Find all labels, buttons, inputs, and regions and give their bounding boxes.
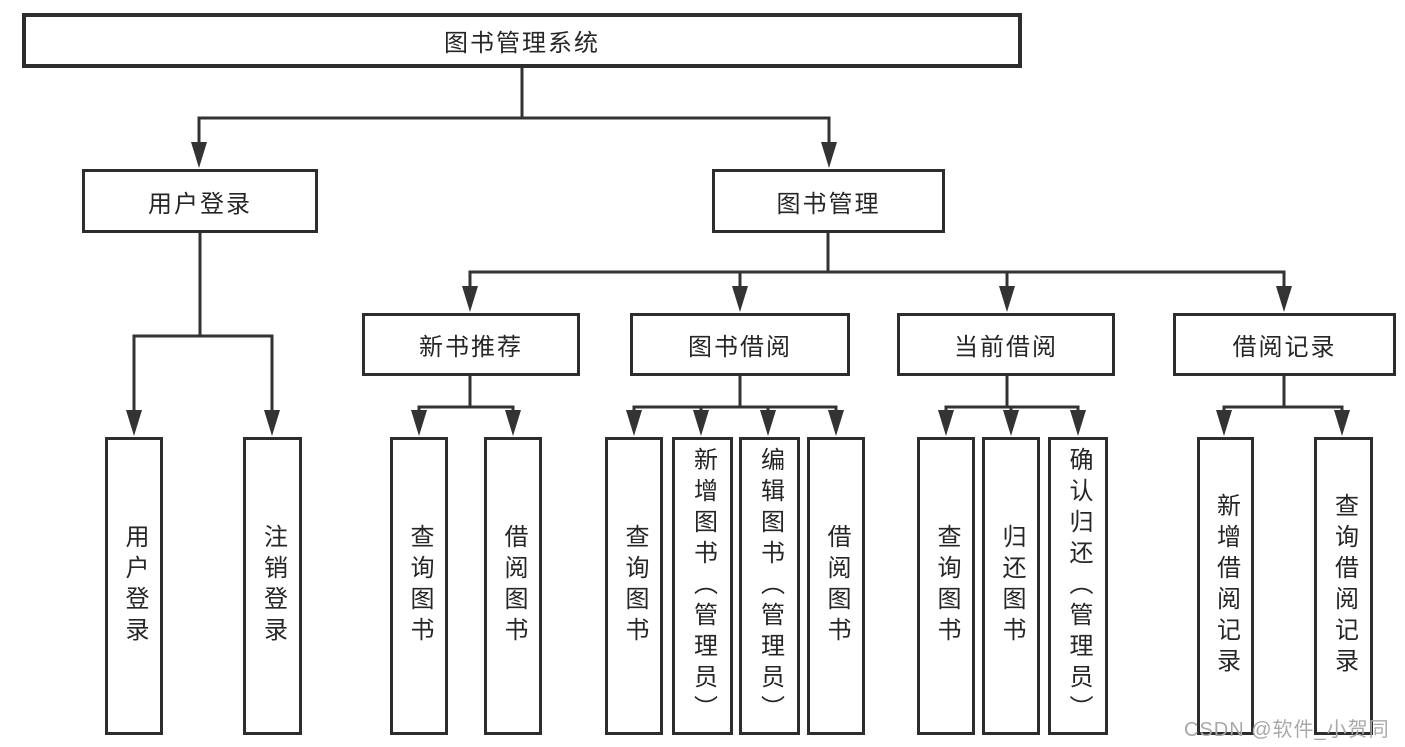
leaf-add-borrow-record: 新增借阅记录 [1197, 437, 1254, 735]
watermark: CSDN @软件_小贺同学 [1184, 719, 1390, 741]
leaf-borrow-books-borrowing: 借阅图书 [807, 437, 865, 735]
node-book-management: 图书管理 [712, 169, 945, 233]
leaf-edit-book-admin: 编辑图书（管理员） [739, 437, 800, 735]
leaf-logout: 注销登录 [243, 437, 302, 735]
node-current-borrowing: 当前借阅 [897, 313, 1115, 376]
leaf-query-books-current: 查询图书 [917, 437, 975, 735]
leaf-return-books: 归还图书 [982, 437, 1040, 735]
leaf-user-login: 用户登录 [105, 437, 163, 735]
leaf-query-books-borrowing: 查询图书 [605, 437, 663, 735]
node-user-login: 用户登录 [82, 169, 318, 233]
leaf-add-book-admin: 新增图书（管理员） [672, 437, 733, 735]
leaf-borrow-books-recommend: 借阅图书 [484, 437, 542, 735]
node-book-borrowing: 图书借阅 [630, 313, 850, 376]
arrowheads [126, 142, 1350, 436]
leaf-query-books-recommend: 查询图书 [390, 437, 448, 735]
node-new-book-recommend: 新书推荐 [362, 313, 580, 376]
leaf-confirm-return-admin: 确认归还（管理员） [1048, 437, 1108, 735]
leaf-query-borrow-record: 查询借阅记录 [1314, 437, 1373, 735]
node-library-system: 图书管理系统 [22, 13, 1022, 68]
node-borrowing-records: 借阅记录 [1173, 313, 1396, 376]
